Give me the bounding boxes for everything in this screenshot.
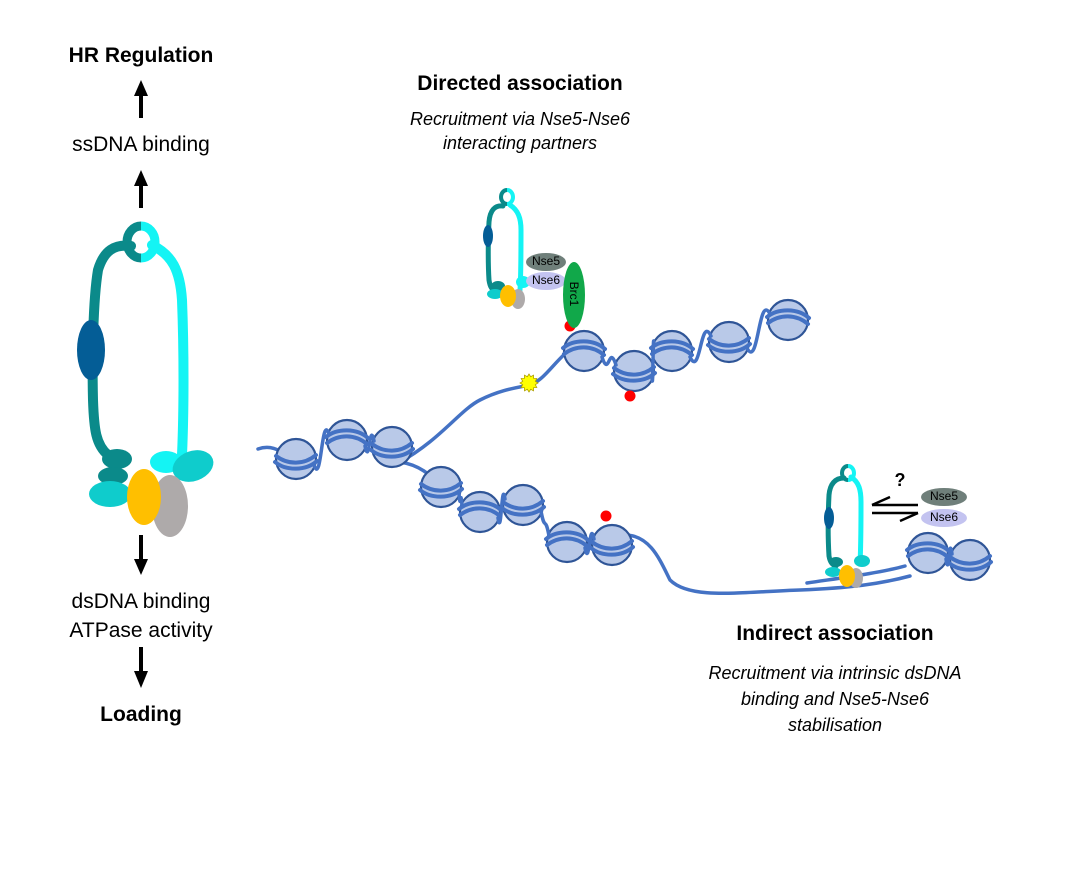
nucleosome-dna-wrap (612, 365, 656, 377)
indirect-association-title: Indirect association (736, 622, 934, 645)
nse5-label: Nse5 (531, 254, 560, 268)
nucleosome-dna-wrap (325, 434, 369, 446)
nucleosome-dna-wrap (766, 314, 810, 326)
nse5-subunit (921, 488, 967, 506)
hinge-left (122, 221, 142, 263)
nucleosome-dna-wrap (561, 339, 607, 351)
nse5-subunit (526, 253, 566, 271)
dna-linker (363, 433, 376, 454)
smc-arm-light (147, 240, 189, 460)
nucleosome-dna-wrap (273, 459, 319, 471)
brc1-label: Brc1 (567, 281, 581, 307)
head-cyan-right (172, 450, 214, 482)
dna-linker (539, 509, 551, 538)
nucleosomes (273, 298, 993, 582)
arrow-down-head-icon (134, 671, 148, 688)
head-cyan-left (89, 481, 131, 507)
dna-upper-fork (398, 343, 577, 464)
nse5-label: Nse5 (929, 489, 958, 503)
brc1-protein (563, 262, 585, 328)
dna-linker (600, 355, 618, 367)
dsdna-binding-label: dsDNA binding (71, 590, 211, 613)
indirect-subtitle-line3: stabilisation (787, 715, 883, 735)
nucleosome-dna-wrap (905, 541, 951, 553)
nucleosome-dna-wrap (369, 447, 415, 459)
nucleosome-dna-wrap (948, 554, 992, 566)
arrow-up-head-icon (134, 80, 148, 96)
indirect-subtitle-line2: binding and Nse5-Nse6 (740, 689, 930, 709)
nucleosome-dna-wrap (458, 506, 502, 518)
nucleosome-dna-wrap (500, 505, 546, 517)
nucleosome-dna-wrap (274, 453, 318, 465)
dna-linker (583, 531, 596, 556)
nucleosome-dna-wrap (501, 499, 545, 511)
arm-domain-oval (77, 320, 105, 380)
hinge-right (140, 221, 160, 263)
nse6-subunit (526, 272, 566, 290)
dna-strands (256, 343, 912, 595)
directed-association-title: Directed association (417, 72, 623, 95)
nucleosome-dna-wrap (419, 481, 463, 493)
kite-grey (152, 475, 188, 537)
nucleosome-dna-wrap (706, 342, 752, 354)
question-mark-label: ? (894, 470, 906, 490)
loading-label: Loading (100, 703, 182, 726)
dna-linker (312, 428, 331, 471)
dna-linker (650, 339, 656, 383)
head-domain-dark (102, 449, 132, 469)
red-mark (624, 390, 636, 402)
nucleosome-dna-wrap (707, 336, 751, 348)
ssdna-binding-label: ssDNA binding (72, 133, 210, 156)
head-domain-dark (98, 467, 128, 485)
smc5-6-complex-indirect (824, 464, 870, 588)
nse6-label: Nse6 (531, 273, 560, 287)
nucleosome-dna-wrap (370, 441, 414, 453)
indirect-subtitle-line1: Recruitment via intrinsic dsDNA (708, 663, 962, 683)
nucleosome-dna-wrap (545, 536, 589, 548)
nse6-label: Nse6 (929, 510, 958, 524)
smc5-6-complex-directed (483, 188, 530, 309)
atpase-activity-label: ATPase activity (69, 619, 213, 642)
nse6-subunit (921, 509, 967, 527)
kleisin-yellow (127, 469, 161, 525)
dna-linker (496, 492, 507, 525)
nucleosome-dna-wrap (562, 345, 606, 357)
hr-regulation-label: HR Regulation (68, 44, 214, 67)
dna-damage-star-icon (519, 373, 539, 393)
nucleosome-dna-wrap (418, 487, 464, 499)
dna-linker (745, 308, 772, 354)
red-mark (600, 510, 612, 522)
dna-linker (944, 546, 954, 567)
equilibrium-arrows-icon (871, 495, 919, 523)
nucleosome-dna-wrap (590, 539, 634, 551)
nucleosome-dna-wrap (906, 547, 950, 559)
directed-subtitle-line1: Recruitment via Nse5-Nse6 (409, 109, 631, 129)
arrow-up-head-icon (134, 170, 148, 186)
smc5-6-complex-large (77, 80, 214, 688)
dna-lower-tail (623, 533, 912, 595)
arrow-down-head-icon (134, 559, 148, 575)
nucleosome-dna-wrap (947, 560, 993, 572)
directed-subtitle-line2: interacting partners (442, 133, 598, 153)
dna-linker (457, 491, 464, 508)
nucleosome-dna-wrap (589, 545, 635, 557)
nucleosome-dna-wrap (650, 345, 694, 357)
dna-linker (688, 329, 713, 364)
